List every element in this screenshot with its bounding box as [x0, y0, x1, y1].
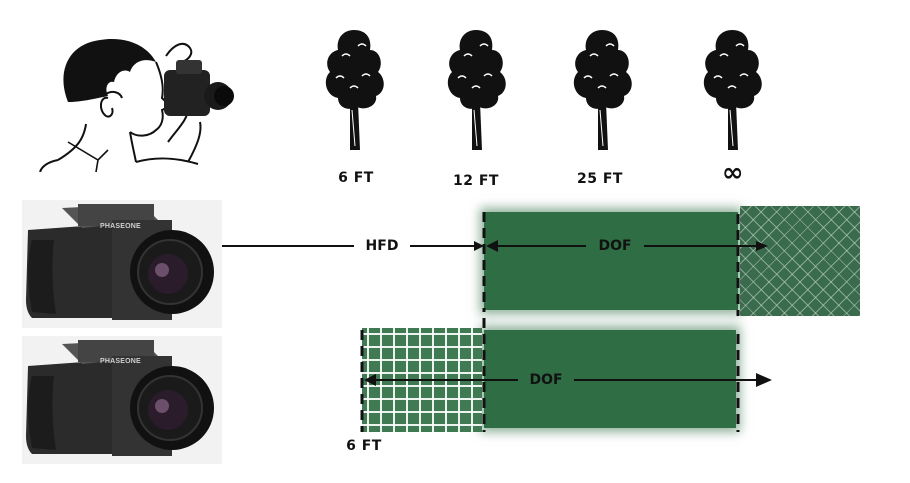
dof-label-bottom: DOF	[529, 372, 563, 388]
tree-25ft	[573, 30, 632, 150]
dof-label-top: DOF	[598, 238, 632, 254]
near-distance-label: 6 FT	[346, 438, 382, 454]
distance-label-6ft: 6 FT	[338, 170, 374, 186]
camera-brand-bottom: PHASEONE	[100, 358, 141, 365]
camera-top	[22, 200, 222, 328]
tree-6ft	[325, 30, 384, 150]
camera-bottom	[22, 336, 222, 464]
camera-brand-top: PHASEONE	[100, 223, 141, 230]
dof-band-top	[484, 212, 738, 310]
distance-label-infinity: ∞	[721, 158, 745, 188]
hfd-label: HFD	[365, 238, 399, 254]
tree-infinity	[703, 30, 762, 150]
distance-label-12ft: 12 FT	[453, 173, 499, 189]
photographer-illustration	[39, 38, 234, 172]
distance-label-25ft: 25 FT	[577, 171, 623, 187]
tree-12ft	[447, 30, 506, 150]
beyond-infinity-hatch	[740, 206, 860, 316]
